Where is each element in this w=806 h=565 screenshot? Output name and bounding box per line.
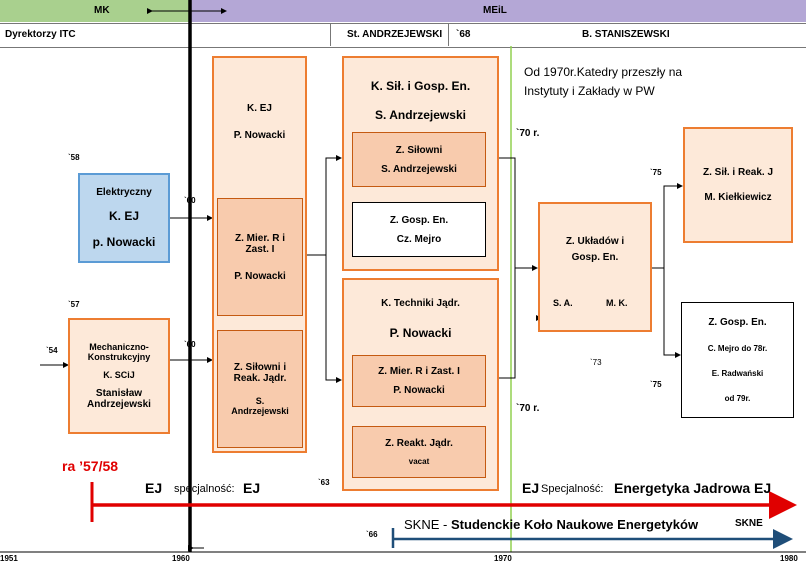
box-mechaniczno: Mechaniczno- Konstrukcyjny K. SCiJ Stani… (68, 318, 170, 434)
directors-row (0, 23, 806, 48)
zsilowni-name: S. Andrzejewski (381, 163, 457, 175)
zsil-name: Andrzejewski (231, 406, 289, 416)
axis-1980: 1980 (780, 554, 798, 563)
elektryczny-label: Elektryczny (96, 186, 152, 198)
specjalnosc-value: Energetyka Jadrowa EJ (614, 480, 772, 496)
ej-label-3: EJ (522, 480, 540, 496)
zsilowni-title: Z. Siłowni (395, 144, 443, 156)
elektryczny-kej: K. EJ (108, 209, 139, 224)
mk-label-right: M. K. (606, 298, 628, 308)
year-63: `63 (318, 478, 330, 487)
year-58: `58 (68, 153, 80, 162)
year-75b: `75 (650, 380, 662, 389)
year-60a: `60 (184, 196, 196, 205)
director-andrzejewski: St. ANDRZEJEWSKI (347, 29, 443, 40)
zmier2-name: P. Nowacki (393, 385, 445, 396)
specjalnosc-label-2: Specjalność: (541, 483, 604, 495)
year-54: `54 (46, 346, 58, 355)
zreakt-title: Z. Reakt. Jądr. (385, 438, 453, 449)
specjalnosc-label: specjalność: (174, 483, 235, 495)
ktech-title: K. Techniki Jądr. (381, 298, 460, 309)
mech-line1: Mechaniczno- (89, 342, 149, 352)
box-zsilowni: Z. Siłowni S. Andrzejewski (352, 132, 486, 187)
zukl-line1: Z. Układów i (565, 236, 625, 247)
elektryczny-nowacki: p. Nowacki (92, 235, 156, 250)
meil-header (190, 0, 806, 22)
zgosp2-radwanski: E. Radwański (711, 369, 764, 378)
zsil-line2: Reak. Jądr. (233, 373, 287, 384)
kej-title: K. EJ (246, 103, 272, 114)
axis-1970: 1970 (494, 554, 512, 563)
skne-prefix: SKNE - (404, 517, 448, 532)
zukl-line2: Gosp. En. (571, 252, 619, 263)
zsilreak-title: Z. Sił. i Reak. J (702, 167, 774, 178)
ra-label: ra ’57/58 (62, 458, 119, 474)
year-70b: `70 r. (516, 403, 540, 414)
kej-nowacki: P. Nowacki (233, 130, 286, 141)
box-zgosp: Z. Gosp. En. Cz. Mejro (352, 202, 486, 257)
box-zreakt: Z. Reakt. Jądr. vacat (352, 426, 486, 478)
zsil-line1: Z. Siłowni i (233, 362, 287, 373)
ej-label: EJ (145, 480, 163, 496)
sa-label: S. A. (553, 298, 573, 308)
zgosp2-title: Z. Gosp. En. (708, 317, 767, 328)
axis-1960: 1960 (172, 554, 190, 563)
box-zukl (538, 202, 652, 332)
zmier2-title: Z. Mier. R i Zast. I (378, 366, 460, 377)
zreakt-vacat: vacat (408, 457, 430, 466)
year-60b: `60 (184, 340, 196, 349)
year-68: `68 (456, 29, 471, 40)
year-70a: `70 r. (516, 128, 540, 139)
zgosp-title: Z. Gosp. En. (389, 214, 449, 226)
mech-name1: Stanisław (95, 388, 143, 399)
box-zmier2: Z. Mier. R i Zast. I P. Nowacki (352, 355, 486, 407)
year-66: `66 (366, 530, 378, 539)
zgosp2-od79: od 79r. (724, 394, 751, 403)
box-zgosp2: Z. Gosp. En. C. Mejro do 78r. E. Radwańs… (681, 302, 794, 418)
zsil-s: S. (255, 396, 265, 406)
mech-kscij: K. SCiJ (103, 370, 135, 380)
zmier-line2: Zast. I (245, 243, 275, 255)
mk-label: MK (94, 5, 110, 16)
ksil-name: S. Andrzejewski (375, 108, 466, 122)
box-zsil: Z. Siłowni i Reak. Jądr. S. Andrzejewski (217, 330, 303, 448)
director-staniszewski: B. STANISZEWSKI (582, 29, 670, 40)
box-zmier: Z. Mier. R i Zast. I P. Nowacki (217, 198, 303, 316)
ksil-title: K. Sił. i Gosp. En. (370, 79, 471, 93)
zsilreak-name: M. Kiełkiewicz (704, 192, 772, 203)
box-elektryczny: Elektryczny K. EJ p. Nowacki (78, 173, 170, 263)
row-divider (330, 23, 331, 46)
zmier-nowacki: P. Nowacki (234, 270, 286, 282)
ej-label-2: EJ (243, 480, 261, 496)
zgosp2-mejro: C. Mejro do 78r. (707, 344, 768, 353)
mech-name2: Andrzejewski (87, 399, 151, 410)
mech-line2: Konstrukcyjny (87, 352, 151, 362)
note-1970: Od 1970r.Katedry przeszły na Instytuty i… (524, 65, 683, 98)
directors-label: Dyrektorzy ITC (5, 29, 76, 40)
box-zsilreak: Z. Sił. i Reak. J M. Kiełkiewicz (683, 127, 793, 243)
row-divider (448, 23, 449, 46)
skne-name: Studenckie Koło Naukowe Energetyków (451, 517, 699, 532)
zgosp-name: Cz. Mejro (396, 233, 442, 245)
ktech-name: P. Nowacki (389, 326, 452, 340)
axis-1951: 1951 (0, 554, 18, 563)
year-75a: `75 (650, 168, 662, 177)
meil-label: MEiL (483, 5, 507, 16)
year-57: `57 (68, 300, 80, 309)
skne-right: SKNE (735, 518, 763, 529)
zmier-line1: Z. Mier. R i (234, 232, 285, 244)
year-73: `73 (590, 358, 602, 367)
